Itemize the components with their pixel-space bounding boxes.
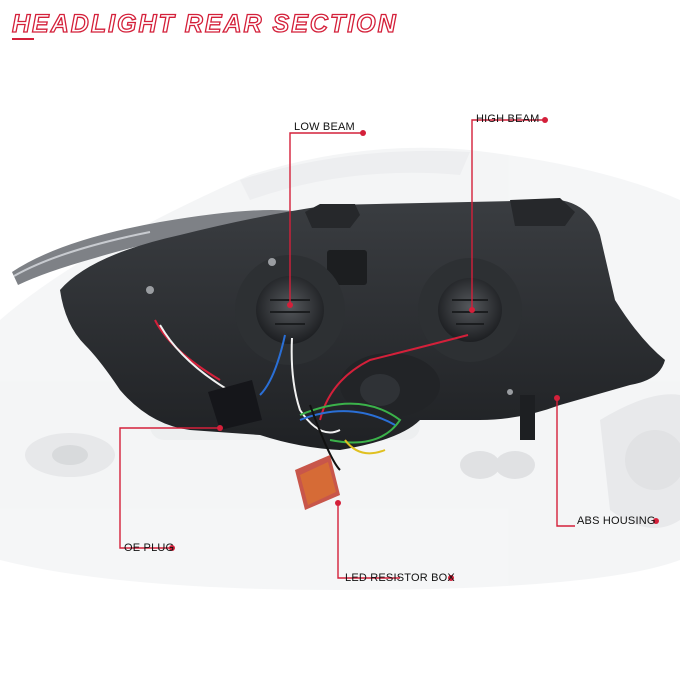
callout-lines bbox=[119, 119, 575, 579]
callout-dots bbox=[169, 117, 659, 581]
callout-led-resistor-box: LED RESISTOR BOX bbox=[345, 572, 455, 584]
title-underline bbox=[12, 38, 34, 40]
section-title: Headlight Rear Section bbox=[11, 9, 398, 38]
callout-abs-housing: ABS HOUSING bbox=[577, 515, 656, 527]
section-header: Headlight Rear Section bbox=[8, 6, 448, 42]
callout-high-beam: HIGH BEAM bbox=[476, 113, 540, 125]
callout-low-beam: LOW BEAM bbox=[294, 121, 355, 133]
callout-oe-plug: OE PLUG bbox=[124, 542, 175, 554]
